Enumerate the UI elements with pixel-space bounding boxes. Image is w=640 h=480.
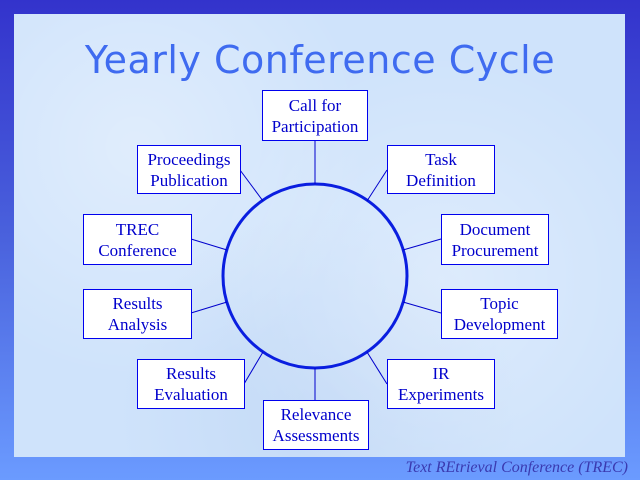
- connector-line: [402, 238, 442, 251]
- node-label: Results: [112, 294, 163, 313]
- node-label: Assessments: [272, 426, 360, 445]
- node-label: Experiments: [398, 385, 484, 404]
- node-label: Participation: [271, 116, 359, 136]
- node-label: Evaluation: [154, 385, 228, 404]
- connector-line: [402, 301, 442, 314]
- node-label: Document: [459, 219, 531, 239]
- node-label: Call for: [288, 95, 342, 115]
- node-label: Results: [165, 364, 217, 383]
- connector-line: [243, 351, 264, 385]
- node-label: TREC: [115, 219, 160, 239]
- node-ir-experiments: IR Experiments: [387, 359, 495, 409]
- connector-line: [190, 238, 228, 251]
- node-label: Relevance: [280, 405, 352, 424]
- node-label: Task: [425, 149, 457, 169]
- slide-title: Yearly Conference Cycle: [84, 38, 556, 82]
- cycle-circle: [221, 182, 409, 370]
- connectors: [190, 140, 442, 400]
- connector-line: [366, 351, 388, 385]
- node-label: Publication: [150, 170, 228, 190]
- node-label: Procurement: [451, 240, 539, 260]
- connector-line: [190, 301, 228, 314]
- node-label: Proceedings: [147, 149, 231, 169]
- node-label: Analysis: [107, 315, 168, 334]
- node-label: IR: [432, 364, 450, 383]
- node-label: Conference: [98, 240, 177, 260]
- node-label: Development: [453, 315, 546, 334]
- node-label: Definition: [406, 170, 476, 190]
- footer-text: Text REtrieval Conference (TREC): [405, 459, 628, 476]
- connector-line: [239, 169, 264, 202]
- node-label: Topic: [480, 294, 519, 313]
- connector-line: [366, 169, 388, 202]
